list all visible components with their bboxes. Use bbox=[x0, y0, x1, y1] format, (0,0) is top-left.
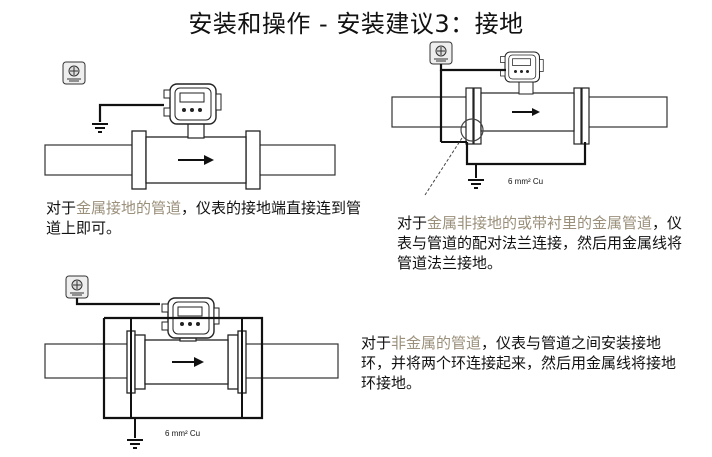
caption-1-prefix: 对于 bbox=[46, 199, 77, 217]
cu-label-large: 6 mm² Cu bbox=[165, 429, 200, 438]
diagram-non-metal-pipe: 6 mm² Cu bbox=[44, 275, 339, 449]
caption-lined-metal-pipe: 对于金属非接地的或带衬里的金属管道，仪表与管道的配对法兰连接，然后用金属线将管道… bbox=[397, 213, 689, 273]
caption-2-prefix: 对于 bbox=[397, 214, 428, 232]
caption-1-suffix: ，仪表的接地端直接连到管道上即可。 bbox=[46, 199, 362, 237]
caption-3-highlight: 非金属的管道 bbox=[391, 334, 482, 352]
diagram-lined-metal-pipe: 6 mm² Cu bbox=[391, 41, 668, 196]
diagram-grounded-metal-pipe bbox=[44, 61, 336, 190]
caption-3-prefix: 对于 bbox=[361, 334, 392, 352]
caption-3-suffix: ，仪表与管道之间安装接地环，并将两个环连接起来，然后用金属线将接地环接地。 bbox=[361, 334, 677, 392]
caption-2-suffix: ，仪表与管道的配对法兰连接，然后用金属线将管道法兰接地。 bbox=[397, 214, 683, 272]
caption-2-highlight: 金属非接地的或带衬里的金属管道 bbox=[427, 214, 653, 232]
caption-grounded-metal-pipe: 对于金属接地的管道，仪表的接地端直接连到管道上即可。 bbox=[46, 198, 368, 238]
cu-label-small: 6 mm² Cu bbox=[508, 177, 543, 186]
caption-1-highlight: 金属接地的管道 bbox=[76, 199, 182, 217]
caption-non-metal-pipe: 对于非金属的管道，仪表与管道之间安装接地环，并将两个环连接起来，然后用金属线将接… bbox=[361, 333, 683, 393]
page-title: 安装和操作 - 安装建议3：接地 bbox=[188, 10, 524, 38]
